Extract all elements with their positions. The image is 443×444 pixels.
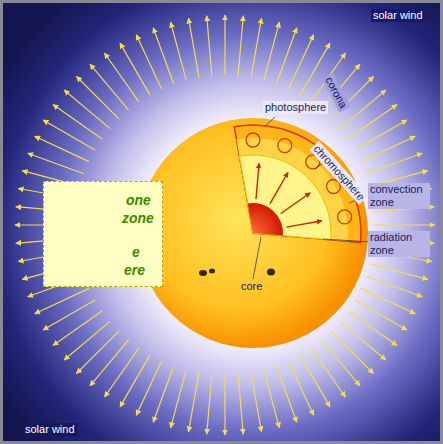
wind-ray — [28, 153, 84, 174]
wind-ray — [288, 35, 313, 89]
wind-ray — [153, 28, 174, 84]
wind-ray — [348, 105, 397, 140]
wind-ray — [207, 16, 212, 76]
wind-ray — [375, 224, 435, 225]
wind-ray — [90, 340, 129, 386]
wind-ray — [366, 276, 422, 297]
sky-ground — [3, 3, 440, 441]
solar-wind-rays — [15, 15, 435, 435]
wind-ray — [251, 373, 262, 432]
note-text: e — [132, 244, 140, 260]
layer-label: convection zone — [368, 183, 430, 209]
wind-ray — [120, 43, 150, 95]
wind-ray — [77, 331, 119, 373]
wind-ray — [361, 288, 415, 313]
wind-ray — [171, 22, 187, 80]
wind-ray — [90, 64, 129, 110]
wind-ray — [348, 311, 397, 346]
note-text: one — [126, 192, 151, 208]
wind-ray — [43, 300, 95, 330]
note-box: one zone e ere — [43, 181, 163, 287]
wind-ray — [77, 77, 119, 119]
wind-ray — [340, 90, 386, 129]
leader-lines — [253, 117, 372, 279]
wind-ray — [189, 18, 200, 77]
text-layer: solar windcoronaphotospherechromospherec… — [3, 3, 440, 441]
wind-ray — [53, 105, 102, 140]
core-layer — [248, 203, 283, 236]
wind-ray — [136, 361, 161, 415]
wind-label: solar wind — [23, 423, 77, 436]
wind-ray — [35, 136, 89, 161]
wind-ray — [136, 35, 161, 89]
wind-ray — [207, 374, 212, 434]
wind-ray — [264, 370, 280, 428]
wind-ray — [35, 288, 89, 313]
wind-ray — [264, 22, 280, 80]
wind-ray — [153, 366, 174, 422]
layer-label: chromosphere — [309, 141, 368, 205]
radiation-layer — [239, 155, 331, 240]
wind-ray — [64, 321, 110, 360]
wind-ray — [189, 373, 200, 432]
sunspot — [199, 270, 207, 276]
wind-ray — [370, 264, 428, 280]
wind-ray — [311, 348, 346, 397]
wind-ray — [251, 18, 262, 77]
wind-ray — [340, 321, 386, 360]
wind-ray — [331, 331, 373, 373]
sunspot — [267, 269, 275, 276]
wind-label: solar wind — [371, 9, 425, 22]
note-text: ere — [124, 262, 145, 278]
layer-label: photosphere — [263, 101, 328, 114]
sun-disk — [138, 118, 368, 348]
wind-ray — [321, 340, 360, 386]
wind-ray — [105, 53, 140, 102]
wind-ray — [224, 375, 225, 435]
wind-ray — [43, 120, 95, 150]
wind-ray — [276, 366, 297, 422]
wind-ray — [276, 28, 297, 84]
layer-label: core — [239, 280, 264, 293]
layer-label: radiation zone — [368, 231, 430, 257]
note-text: zone — [122, 210, 154, 226]
wind-ray — [64, 90, 110, 129]
wind-ray — [53, 311, 102, 346]
wind-ray — [300, 355, 330, 407]
wind-ray — [355, 120, 407, 150]
wind-ray — [355, 300, 407, 330]
sunspot — [209, 269, 215, 274]
wind-ray — [105, 348, 140, 397]
wind-ray — [120, 355, 150, 407]
wind-ray — [288, 361, 313, 415]
convection-layer — [237, 138, 348, 241]
wind-ray — [366, 153, 422, 174]
wind-ray — [171, 370, 187, 428]
wind-ray — [238, 374, 243, 434]
wind-ray — [361, 136, 415, 161]
wind-ray — [238, 16, 243, 76]
wind-ray — [224, 15, 225, 75]
